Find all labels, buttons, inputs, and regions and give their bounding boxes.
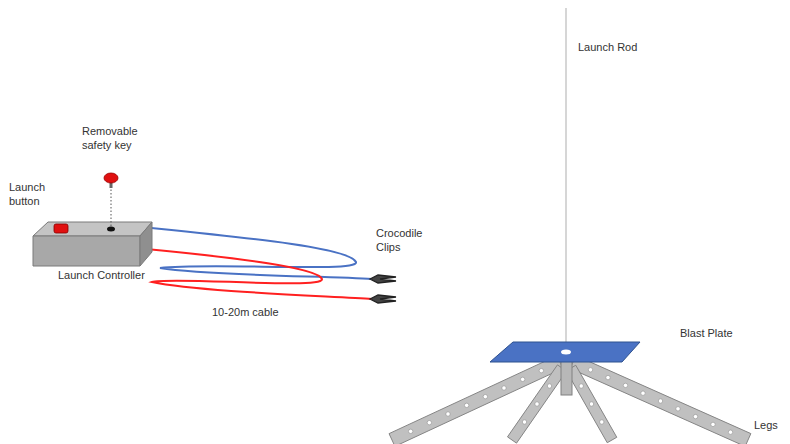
leg-hole	[589, 402, 593, 406]
leg-hole	[579, 384, 583, 388]
part-label: Legs	[754, 418, 778, 432]
part-label: Removable safety key	[82, 124, 154, 152]
leg-hole	[535, 402, 539, 406]
leg-hole	[408, 429, 412, 433]
launch-button	[54, 224, 68, 233]
leg-hole	[483, 394, 487, 398]
safety-key	[104, 173, 118, 226]
leg-hole	[520, 377, 524, 381]
part-label: Launch Rod	[578, 40, 637, 54]
part-label: Launch button	[9, 180, 59, 208]
part-label: Launch Controller	[58, 268, 145, 282]
leg-hole	[522, 420, 526, 424]
crocodile-clips	[370, 275, 396, 303]
stand-legs	[389, 356, 751, 444]
leg-hole	[502, 386, 506, 390]
leg-hole	[588, 368, 592, 372]
leg-hole	[676, 407, 680, 411]
leg-hole	[446, 412, 450, 416]
leg-hole	[623, 383, 627, 387]
leg-hole	[427, 420, 431, 424]
launch-controller	[33, 222, 152, 266]
leg-hole	[658, 399, 662, 403]
leg-hole	[600, 420, 604, 424]
leg-bar	[570, 356, 751, 444]
leg-hole	[711, 422, 715, 426]
red-cable	[146, 249, 372, 299]
leg-bar	[507, 365, 566, 443]
leg-hole	[606, 375, 610, 379]
part-label: Crocodile Clips	[376, 226, 436, 254]
leg-bar	[566, 365, 617, 442]
leg-hole	[464, 403, 468, 407]
leg-hole	[547, 384, 551, 388]
leg-hole	[693, 414, 697, 418]
leg-hole	[728, 430, 732, 434]
part-label: Blast Plate	[680, 326, 733, 340]
blast-plate	[490, 342, 640, 362]
leg-hole	[539, 368, 543, 372]
dimension-label: 10-20m cable	[212, 305, 279, 319]
launch-rod	[565, 8, 567, 360]
key-hole	[107, 227, 115, 232]
leg-hole	[641, 391, 645, 395]
